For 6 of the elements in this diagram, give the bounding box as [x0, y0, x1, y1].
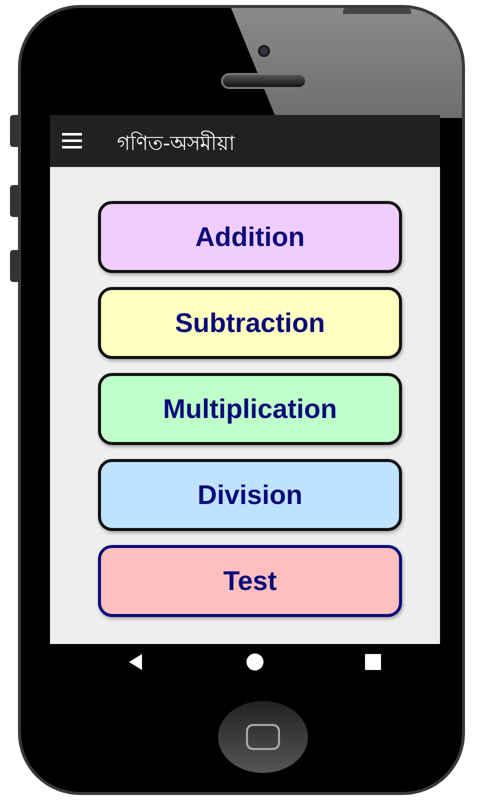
- menu-button: Division: [98, 459, 402, 531]
- menu-button: Addition: [98, 201, 402, 273]
- menu-button: Subtraction: [98, 287, 402, 359]
- app-title: গণিত-অসমীয়া: [117, 130, 236, 157]
- menu-button: Multiplication: [98, 373, 402, 445]
- menu-button: Test: [98, 545, 402, 617]
